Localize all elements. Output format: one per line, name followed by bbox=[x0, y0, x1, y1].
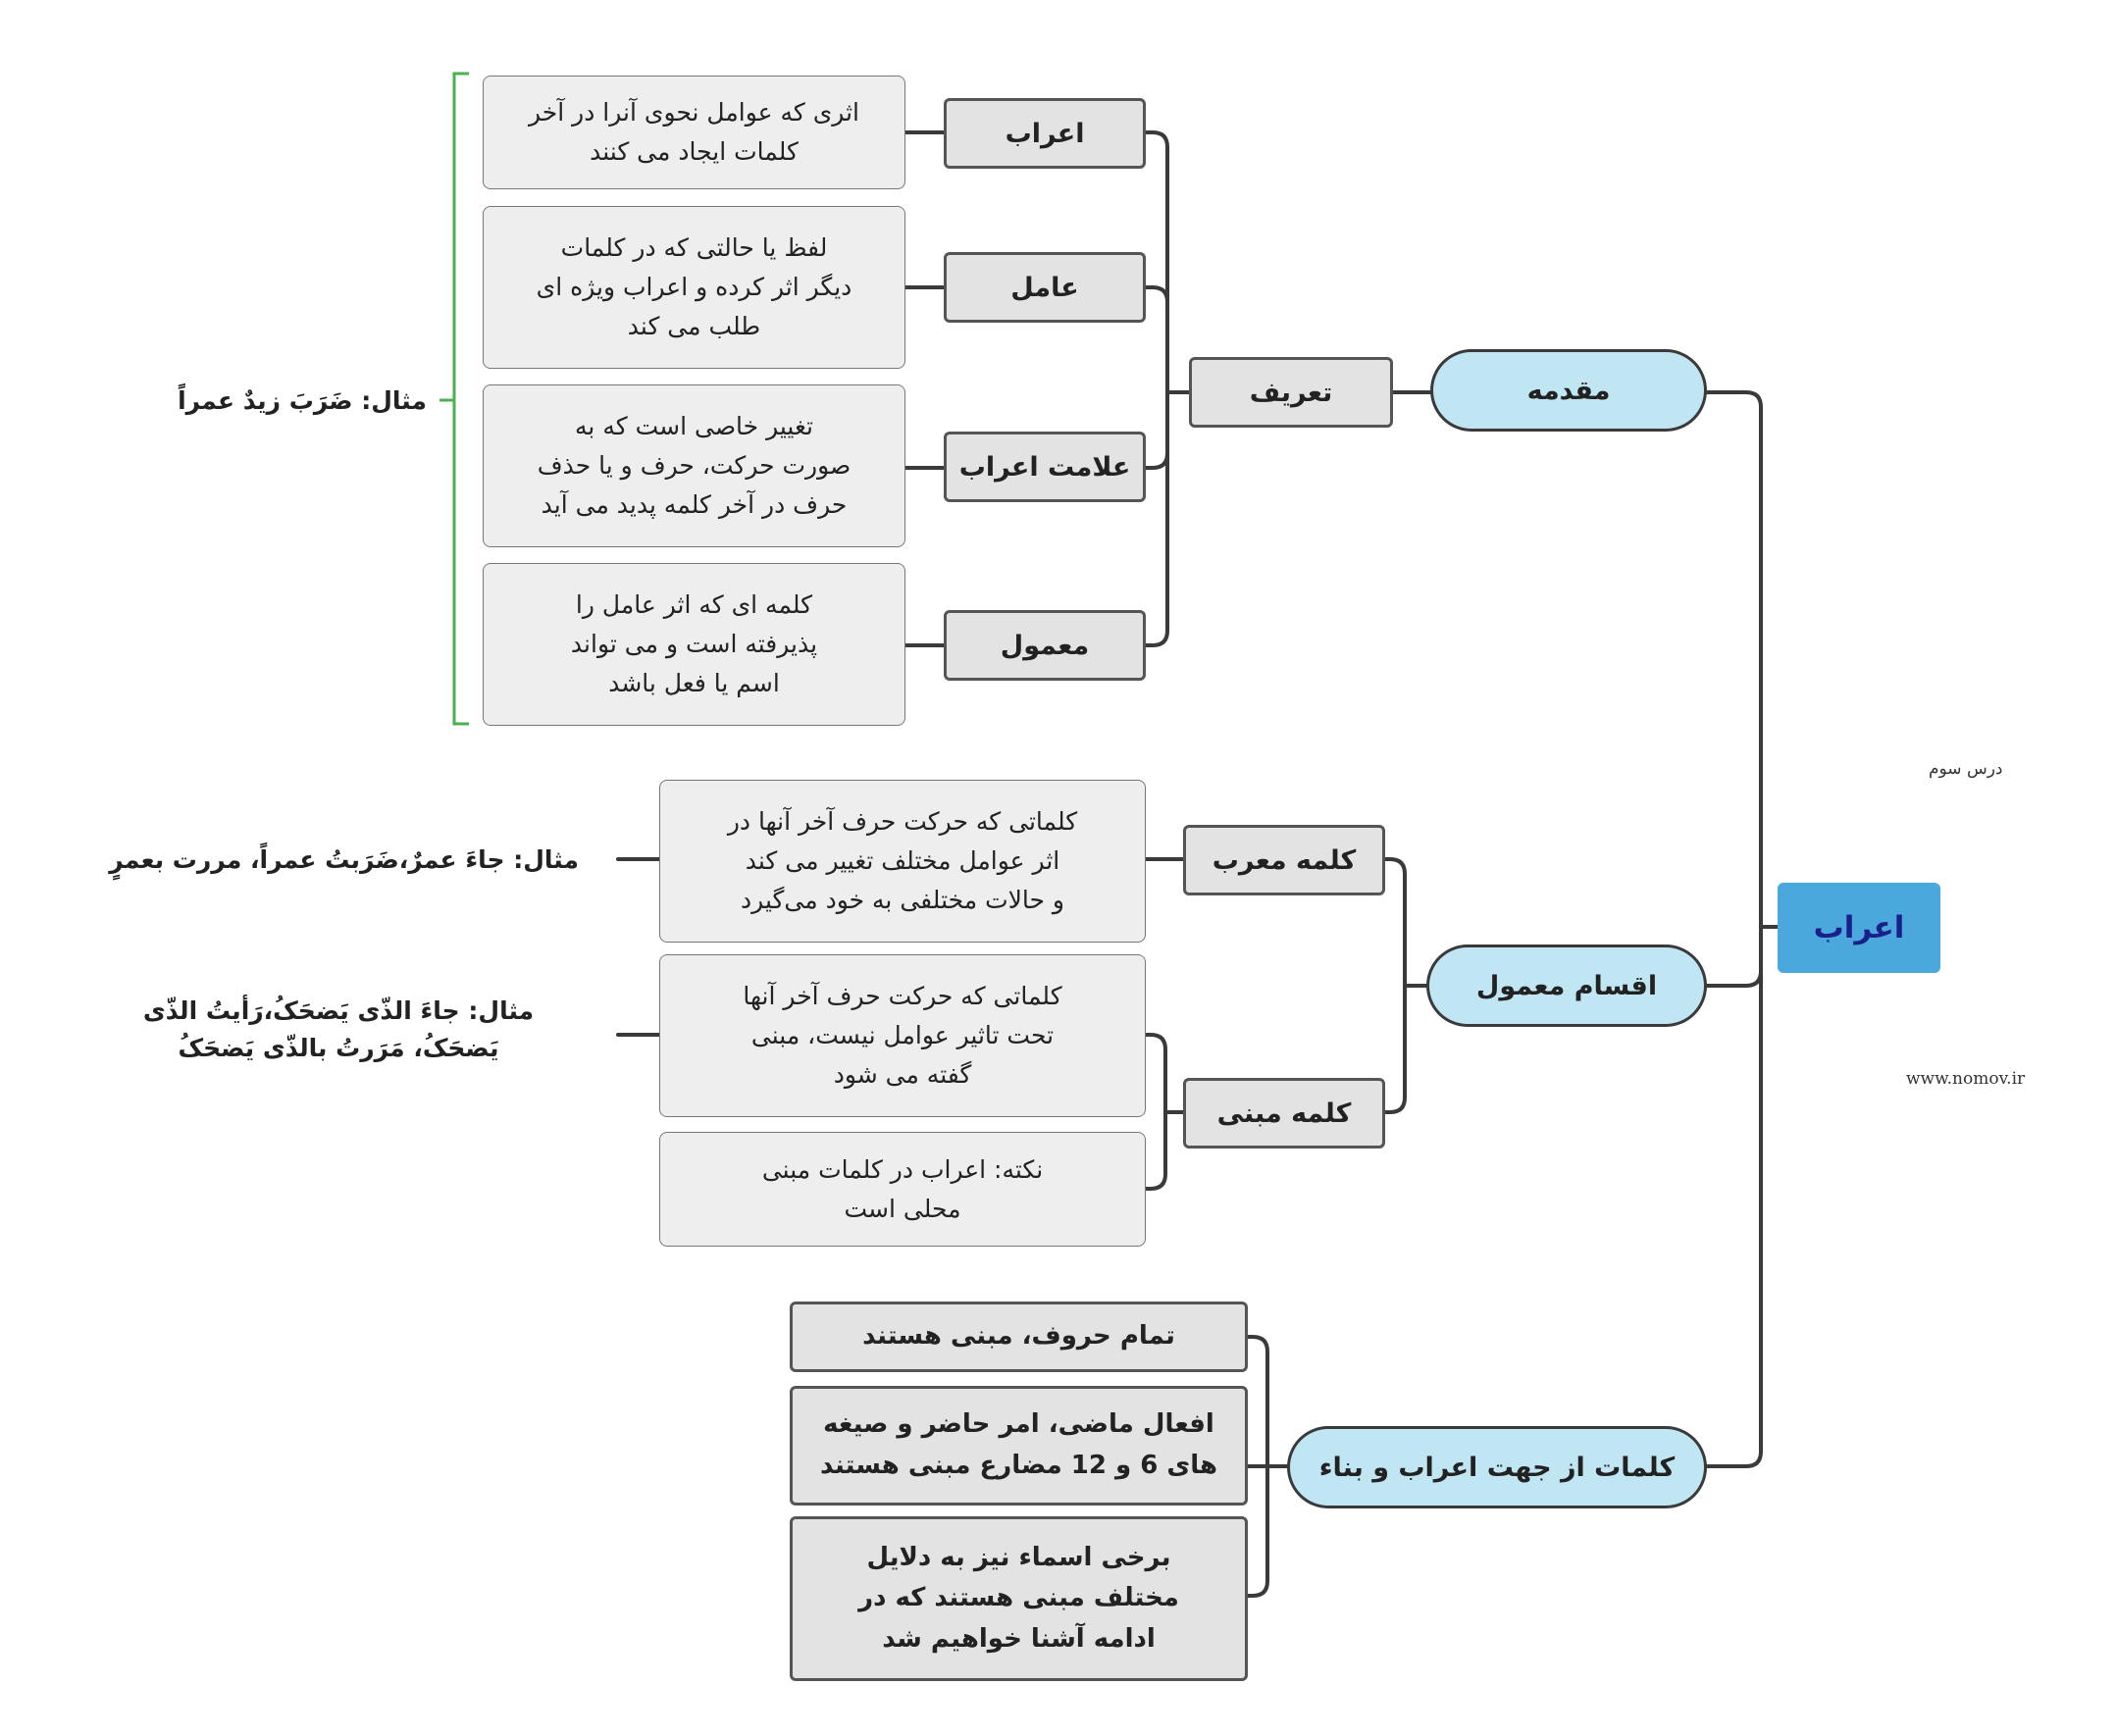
definition-mamul: کلمه ای که اثر عامل را پذیرفته است و می … bbox=[483, 563, 905, 726]
kalamat-node[interactable]: کلمات از جهت اعراب و بناء bbox=[1287, 1426, 1707, 1508]
tarif-label: تعریف bbox=[1249, 377, 1333, 408]
kalamat-item-3-text: برخی اسماء نیز به دلایل مختلف مبنی هستند… bbox=[858, 1542, 1179, 1654]
connector-mabni-desc bbox=[1144, 1033, 1167, 1114]
connector-tarif-amel bbox=[1144, 285, 1169, 394]
mabni-description: کلماتی که حرکت حرف آخر آنها تحت تاثیر عو… bbox=[659, 954, 1146, 1117]
lesson-caption: درس سوم bbox=[1929, 759, 2003, 779]
murab-node[interactable]: کلمه معرب bbox=[1183, 825, 1385, 895]
muqaddame-label: مقدمه bbox=[1526, 375, 1611, 406]
mabni-node[interactable]: کلمه مبنی bbox=[1183, 1078, 1385, 1149]
connector-aqsam-mabni bbox=[1383, 984, 1407, 1114]
root-node[interactable]: اعراب bbox=[1778, 883, 1940, 973]
connector-tarif-erab bbox=[1144, 130, 1169, 394]
definition-mamul-text: کلمه ای که اثر عامل را پذیرفته است و می … bbox=[570, 590, 818, 697]
aqsam-node[interactable]: اقسام معمول bbox=[1426, 945, 1707, 1027]
mabni-description-text: کلماتی که حرکت حرف آخر آنها تحت تاثیر عو… bbox=[743, 982, 1062, 1089]
term-amel-label: عامل bbox=[1010, 272, 1079, 303]
term-mamul-node[interactable]: معمول bbox=[944, 610, 1146, 681]
connector-root-kalamat bbox=[1705, 925, 1763, 1468]
definition-amel-text: لفظ یا حالتی که در کلمات دیگر اثر کرده و… bbox=[536, 233, 852, 340]
connector-kalamat-item3 bbox=[1246, 1464, 1269, 1598]
connector-mabni-note bbox=[1144, 1110, 1167, 1191]
term-erab-label: اعراب bbox=[1005, 118, 1085, 149]
connector-root-muqaddame bbox=[1705, 390, 1763, 929]
term-alamat-node[interactable]: علامت اعراب bbox=[944, 432, 1146, 502]
murab-description: کلماتی که حرکت حرف آخر آنها در اثر عوامل… bbox=[659, 780, 1146, 943]
tarif-example: مثال: ضَرَبَ زیدٌ عمراً bbox=[178, 386, 427, 415]
murab-description-text: کلماتی که حرکت حرف آخر آنها در اثر عوامل… bbox=[727, 807, 1078, 914]
connector-aqsam-murab bbox=[1383, 857, 1407, 988]
kalamat-label: کلمات از جهت اعراب و بناء bbox=[1318, 1452, 1676, 1483]
kalamat-item-1: تمام حروف، مبنی هستند bbox=[790, 1302, 1248, 1372]
term-amel-node[interactable]: عامل bbox=[944, 252, 1146, 323]
connector-root-aqsam bbox=[1705, 925, 1763, 988]
website-caption: www.nomov.ir bbox=[1906, 1069, 2026, 1089]
mabni-note-text: نکته: اعراب در کلمات مبنی محلی است bbox=[761, 1154, 1044, 1223]
kalamat-item-2: افعال ماضی، امر حاضر و صیغه های 6 و 12 م… bbox=[790, 1386, 1248, 1506]
root-label: اعراب bbox=[1813, 910, 1905, 945]
muqaddame-node[interactable]: مقدمه bbox=[1430, 349, 1707, 432]
mabni-note: نکته: اعراب در کلمات مبنی محلی است bbox=[659, 1132, 1146, 1247]
definition-amel: لفظ یا حالتی که در کلمات دیگر اثر کرده و… bbox=[483, 206, 905, 369]
term-erab-node[interactable]: اعراب bbox=[944, 98, 1146, 169]
tarif-node[interactable]: تعریف bbox=[1189, 357, 1393, 428]
aqsam-label: اقسام معمول bbox=[1475, 970, 1658, 1001]
term-mamul-label: معمول bbox=[1000, 630, 1090, 661]
mabni-label: کلمه مبنی bbox=[1216, 1098, 1352, 1129]
group-bracket bbox=[452, 72, 469, 726]
murab-example: مثال: جاءَ عمرٌ،ضَرَبتُ عمراً، مررت بعمر… bbox=[109, 845, 579, 874]
definition-alamat: تغییر خاصی است که به صورت حرکت، حرف و یا… bbox=[483, 384, 905, 547]
kalamat-item-1-text: تمام حروف، مبنی هستند bbox=[862, 1321, 1175, 1352]
connector-kalamat-item1 bbox=[1246, 1335, 1269, 1468]
kalamat-item-3: برخی اسماء نیز به دلایل مختلف مبنی هستند… bbox=[790, 1516, 1248, 1681]
mabni-example: مثال: جاءَ الذّی یَضحَکُ،رَأیتُ الذّی یَ… bbox=[142, 996, 535, 1062]
definition-alamat-text: تغییر خاصی است که به صورت حرکت، حرف و یا… bbox=[537, 412, 852, 519]
connector-tarif-mamul bbox=[1144, 390, 1169, 647]
connector-tarif-alamat bbox=[1144, 390, 1169, 470]
term-alamat-label: علامت اعراب bbox=[958, 451, 1131, 483]
definition-erab: اثری که عوامل نحوی آنرا در آخر کلمات ایج… bbox=[483, 76, 905, 189]
definition-erab-text: اثری که عوامل نحوی آنرا در آخر کلمات ایج… bbox=[529, 98, 859, 166]
kalamat-item-2-text: افعال ماضی، امر حاضر و صیغه های 6 و 12 م… bbox=[820, 1409, 1217, 1480]
murab-label: کلمه معرب bbox=[1212, 844, 1357, 876]
